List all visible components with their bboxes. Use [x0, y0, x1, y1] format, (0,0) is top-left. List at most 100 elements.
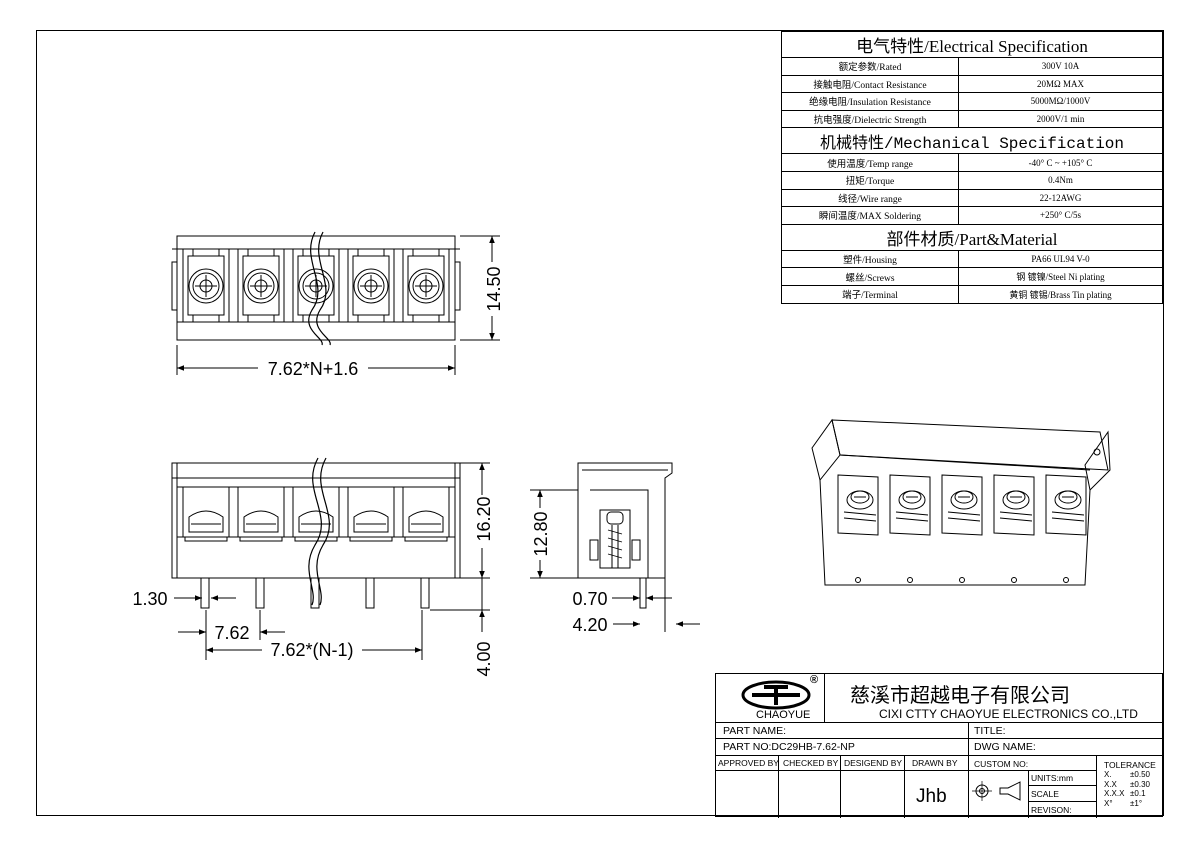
- spec-heading: 部件材质/Part&Material: [781, 223, 1163, 251]
- isometric-view: [811, 418, 1111, 586]
- projection-symbol-icon: [972, 781, 1021, 801]
- part-name-label: PART NAME:: [723, 725, 787, 737]
- tolerance-label: TOLERANCE: [1104, 760, 1156, 770]
- title-block: ® CHAOYUE 慈溪市超越电子有限公司 CIXI CTTY CHAOYUE …: [715, 673, 1164, 818]
- dim-pin-width: 1.30: [132, 589, 167, 609]
- spec-row-label: 使用温度/Temp range: [781, 153, 959, 172]
- spec-row-value: 5000MΩ/1000V: [958, 92, 1163, 111]
- logo-text: CHAOYUE: [756, 709, 811, 721]
- drawing-frame: [36, 30, 1164, 816]
- units-label: UNITS:mm: [1031, 773, 1074, 783]
- drawn-by-value: Jhb: [916, 786, 947, 807]
- iso-terminal-cell: [941, 474, 983, 536]
- top-terminal-cell: [182, 248, 230, 323]
- iso-pin: [1063, 577, 1069, 583]
- tolerance-value: ±0.50: [1130, 770, 1150, 779]
- dim-side-offset: 4.20: [572, 615, 607, 635]
- spec-row-label: 绝缘电阻/Insulation Resistance: [781, 92, 959, 111]
- tolerance-row: X°±1°: [1104, 799, 1162, 809]
- iso-pin: [959, 577, 965, 583]
- dim-front-height: 16.20: [474, 496, 494, 541]
- spec-row-label: 螺丝/Screws: [781, 267, 959, 286]
- spec-row-value: PA66 UL94 V-0: [958, 249, 1163, 269]
- top-terminal-cell: [237, 248, 285, 323]
- tolerance-key: X.X: [1104, 779, 1117, 789]
- spec-heading: 机械特性/Mechanical Specification: [781, 127, 1163, 155]
- top-view-dimensions: [176, 235, 500, 375]
- revision-label: REVISON:: [1031, 805, 1072, 815]
- iso-terminal-cell: [1045, 474, 1087, 536]
- spec-row-label: 额定参数/Rated: [781, 57, 959, 76]
- company-name-en: CIXI CTTY CHAOYUE ELECTRONICS CO.,LTD: [879, 707, 1138, 721]
- custom-no-label: CUSTOM NO:: [974, 759, 1029, 769]
- front-terminal-cell: [182, 487, 230, 609]
- tolerance-value: ±1°: [1130, 798, 1143, 808]
- spec-row: 使用温度/Temp range-40° C ~ +105° C: [781, 153, 1163, 172]
- top-terminal-cell: [402, 248, 450, 323]
- dim-side-pin: 0.70: [572, 589, 607, 609]
- front-terminal-cell: [402, 487, 450, 609]
- spec-row-label: 塑件/Housing: [781, 249, 959, 269]
- dim-pitch: 7.62: [214, 623, 249, 643]
- tolerance-row: X.X ±0.30: [1104, 780, 1162, 790]
- dim-side-height: 12.80: [531, 511, 551, 556]
- spec-row-label: 抗电强度/Dielectric Strength: [781, 109, 959, 129]
- scale-label: SCALE: [1031, 789, 1059, 799]
- spec-row: 瞬间温度/MAX Soldering+250° C/5s: [781, 206, 1163, 225]
- spec-row-label: 瞬间温度/MAX Soldering: [781, 206, 959, 225]
- company-name-cn: 慈溪市超越电子有限公司: [850, 683, 1070, 707]
- dim-top-width: 7.62*N+1.6: [268, 359, 359, 379]
- drawn-by-label: DRAWN BY: [912, 758, 958, 768]
- tolerance-row: X. ±0.50: [1104, 770, 1162, 780]
- dwg-name-label: DWG NAME:: [974, 741, 1036, 753]
- spec-row-value: 300V 10A: [958, 57, 1163, 76]
- front-view: [171, 457, 461, 609]
- tolerance-value: ±0.1: [1130, 789, 1146, 798]
- dim-pitch-total: 7.62*(N-1): [270, 640, 353, 660]
- tolerance-key: X.: [1104, 770, 1112, 779]
- spec-row-label: 接触电阻/Contact Resistance: [781, 74, 959, 94]
- iso-pin: [907, 577, 913, 583]
- side-view: [577, 462, 673, 609]
- top-terminal-cell: [347, 248, 395, 323]
- iso-pin: [1011, 577, 1017, 583]
- spec-row-value: 22-12AWG: [958, 188, 1163, 208]
- iso-pin: [855, 577, 861, 583]
- spec-row-value: -40° C ~ +105° C: [958, 153, 1163, 172]
- dim-pin-length: 4.00: [474, 641, 494, 676]
- front-terminal-cell: [347, 487, 395, 609]
- iso-terminal-cell: [993, 474, 1035, 536]
- part-no-label: PART NO:DC29HB-7.62-NP: [723, 741, 855, 753]
- tolerance-value: ±0.30: [1130, 779, 1150, 789]
- spec-row-label: 端子/Terminal: [781, 284, 959, 304]
- logo-icon: [741, 680, 811, 710]
- iso-terminal-cell: [837, 474, 879, 536]
- side-view-dimensions: [530, 489, 700, 632]
- top-terminal-cell: [292, 248, 340, 323]
- dim-top-height: 14.50: [484, 266, 504, 311]
- designed-by-label: DESIGEND BY: [844, 758, 903, 768]
- spec-row-value: 0.4Nm: [958, 170, 1163, 190]
- spec-row-value: +250° C/5s: [958, 206, 1163, 225]
- spec-row-label: 扭矩/Torque: [781, 170, 959, 190]
- approved-by-label: APPROVED BY: [718, 758, 779, 768]
- spec-row-label: 线径/Wire range: [781, 188, 959, 208]
- tolerance-key: X.X.X: [1104, 789, 1125, 798]
- tolerance-row: X.X.X ±0.1: [1104, 789, 1162, 799]
- front-terminal-cell: [237, 487, 285, 609]
- front-terminal-cell: [292, 487, 340, 609]
- checked-by-label: CHECKED BY: [783, 758, 839, 768]
- spec-row-value: 20MΩ MAX: [958, 74, 1163, 94]
- spec-row-value: 黄铜 镀锡/Brass Tin plating: [958, 284, 1163, 304]
- company-logo: ®: [734, 674, 824, 718]
- front-view-dimensions: [174, 462, 490, 660]
